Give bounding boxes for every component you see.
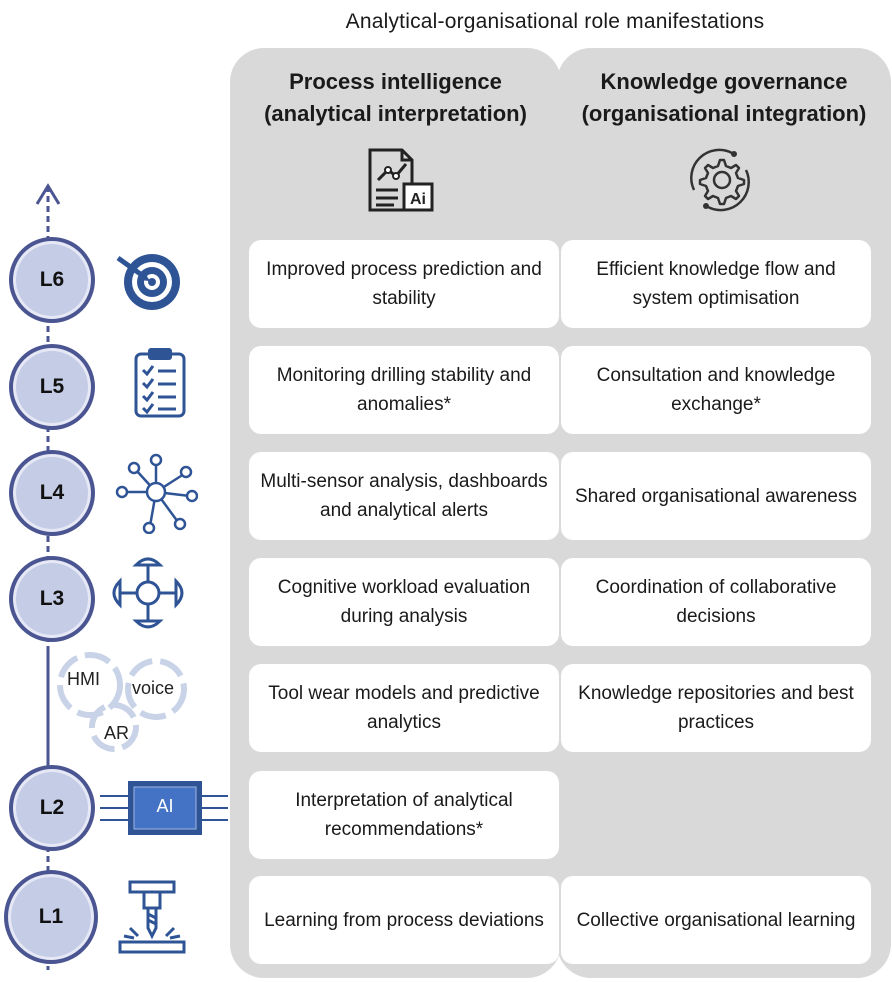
header-line-2: (analytical interpretation) (264, 101, 527, 126)
level-l1: L1 (4, 870, 98, 964)
header-line-1: Process intelligence (289, 69, 502, 94)
level-l6: L6 (9, 237, 95, 323)
voice-label: voice (132, 678, 175, 698)
process-intelligence-header: Process intelligence (analytical interpr… (230, 66, 561, 130)
card-process-l1: Learning from process deviations (249, 876, 559, 964)
ai-chip-icon (100, 781, 228, 835)
card-process-l4: Multi-sensor analysis, dashboards and an… (249, 452, 559, 540)
card-knowledge-l6: Efficient knowledge flow and system opti… (561, 240, 871, 328)
drill-machine-icon (118, 880, 186, 954)
level-l4: L4 (9, 450, 95, 536)
interface-rings-icon (57, 652, 187, 752)
svg-text:Ai: Ai (410, 191, 426, 208)
level-l3: L3 (9, 556, 95, 642)
gear-cycle-icon (690, 148, 750, 212)
hmi-label: HMI (67, 669, 100, 689)
drone-icon (112, 557, 184, 629)
header-line-1: Knowledge governance (600, 69, 848, 94)
clipboard-checklist-icon (134, 348, 186, 418)
ai-chip-label: AI (156, 796, 174, 816)
diagram-title: Analytical-organisational role manifesta… (345, 10, 765, 33)
card-process-l6: Improved process prediction and stabilit… (249, 240, 559, 328)
card-knowledge-interfaces: Knowledge repositories and best practice… (561, 664, 871, 752)
card-process-l2: Interpretation of analytical recommendat… (249, 771, 559, 859)
card-knowledge-l3: Coordination of collaborative decisions (561, 558, 871, 646)
network-hub-icon (115, 453, 198, 534)
card-process-interfaces: Tool wear models and predictive analytic… (249, 664, 559, 752)
card-process-l3: Cognitive workload evaluation during ana… (249, 558, 559, 646)
card-knowledge-l1: Collective organisational learning (561, 876, 871, 964)
report-ai-icon: Ai (368, 148, 434, 212)
target-icon (116, 254, 180, 310)
card-knowledge-l4: Shared organisational awareness (561, 452, 871, 540)
knowledge-governance-header: Knowledge governance (organisational int… (557, 66, 891, 130)
card-knowledge-l5: Consultation and knowledge exchange* (561, 346, 871, 434)
level-l5: L5 (9, 344, 95, 430)
level-l2: L2 (9, 765, 95, 851)
card-process-l5: Monitoring drilling stability and anomal… (249, 346, 559, 434)
header-line-2: (organisational integration) (581, 101, 867, 126)
ar-label: AR (104, 723, 130, 743)
